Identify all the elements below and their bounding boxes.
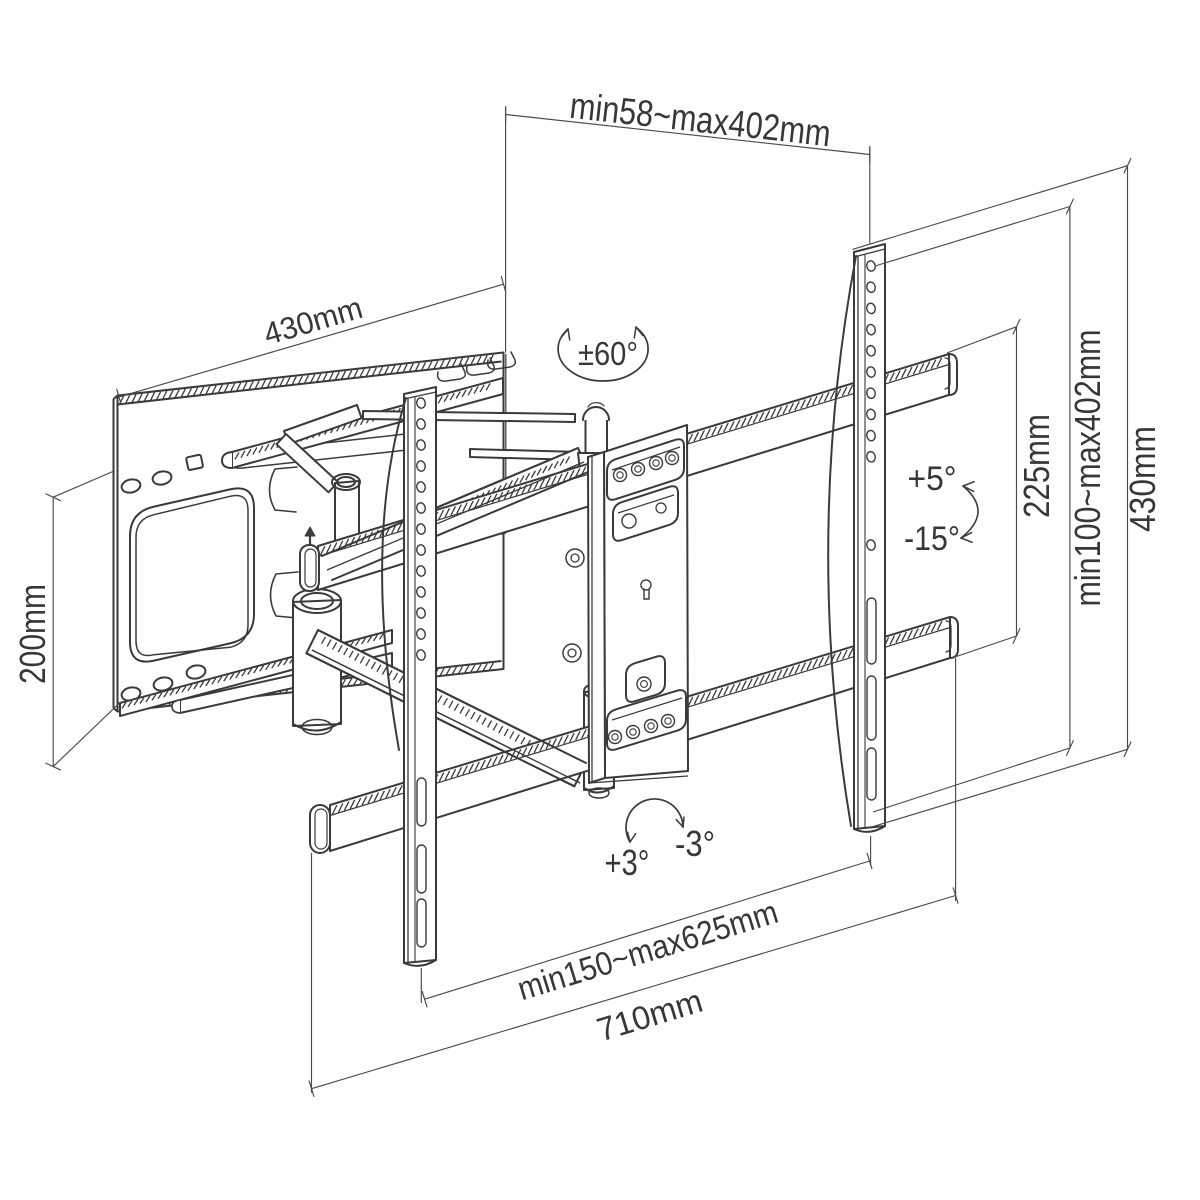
svg-text:+3°: +3° bbox=[605, 842, 650, 883]
svg-text:200mm: 200mm bbox=[12, 584, 53, 684]
svg-text:-3°: -3° bbox=[675, 823, 715, 864]
svg-text:225mm: 225mm bbox=[1016, 414, 1057, 518]
svg-text:min100~max402mm: min100~max402mm bbox=[1067, 330, 1108, 607]
svg-text:+5°: +5° bbox=[908, 460, 957, 498]
svg-text:±60°: ±60° bbox=[578, 335, 638, 372]
svg-text:-15°: -15° bbox=[904, 520, 960, 558]
svg-text:430mm: 430mm bbox=[1122, 426, 1163, 532]
